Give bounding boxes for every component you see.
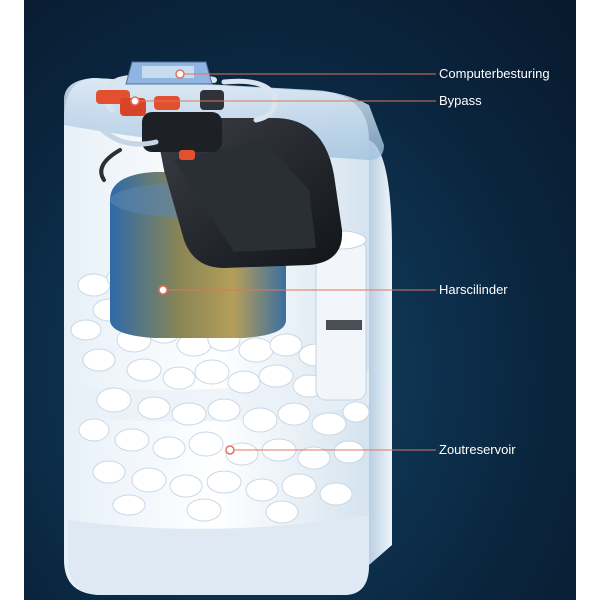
label-computerbesturing: Computerbesturing [439, 66, 550, 81]
leader-resin [158, 285, 436, 295]
leader-bypass [130, 96, 436, 106]
bypass-valve [96, 90, 224, 160]
control-valve [142, 112, 343, 268]
label-bypass: Bypass [439, 93, 482, 108]
label-harscilinder: Harscilinder [439, 282, 508, 297]
leader-salt [225, 445, 436, 455]
label-zoutreservoir: Zoutreservoir [439, 442, 516, 457]
diagram-canvas: Computerbesturing Bypass Harscilinder Zo… [24, 0, 576, 600]
leader-lines [130, 69, 436, 455]
leader-computer [175, 69, 436, 79]
water-softener-illustration [64, 61, 392, 595]
